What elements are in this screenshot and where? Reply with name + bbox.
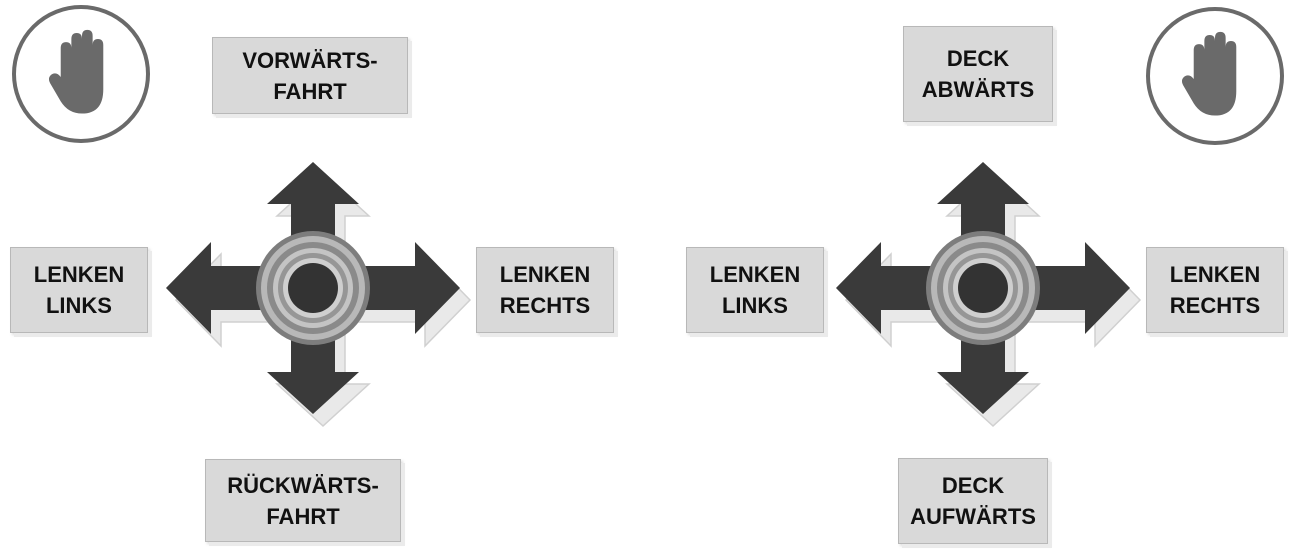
label-steer-right-right-panel: LENKEN RECHTS xyxy=(1146,247,1284,333)
right-joystick-arrows xyxy=(835,161,1141,427)
label-forward-drive: VORWÄRTS- FAHRT xyxy=(212,37,408,114)
label-steer-right: LENKEN RECHTS xyxy=(476,247,614,333)
label-reverse-drive: RÜCKWÄRTS- FAHRT xyxy=(205,459,401,542)
label-deck-up: DECK AUFWÄRTS xyxy=(898,458,1048,544)
left-joystick-arrows xyxy=(165,161,471,427)
label-deck-down: DECK ABWÄRTS xyxy=(903,26,1053,122)
left-stop-hand-icon xyxy=(12,5,150,143)
label-steer-left: LENKEN LINKS xyxy=(10,247,148,333)
label-steer-left-right-panel: LENKEN LINKS xyxy=(686,247,824,333)
right-stop-hand-icon xyxy=(1146,7,1284,145)
